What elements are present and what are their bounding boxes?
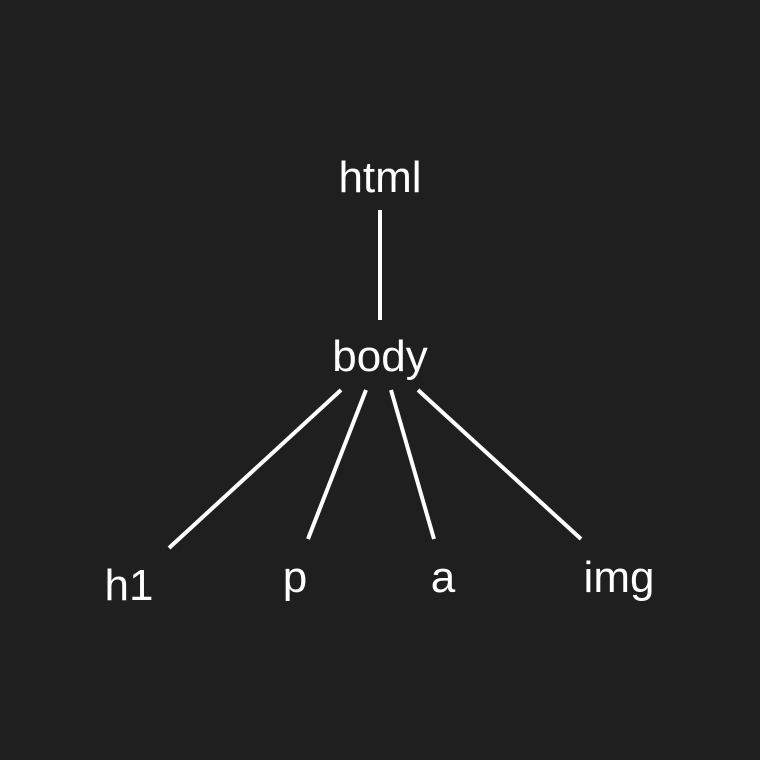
node-html: html	[338, 153, 422, 202]
node-img: img	[583, 553, 655, 602]
edge-body-h1	[167, 388, 343, 550]
node-body: body	[332, 332, 428, 381]
node-h1: h1	[104, 561, 154, 610]
node-p: p	[282, 553, 308, 602]
edge-body-p	[306, 389, 368, 540]
edge-body-img	[416, 388, 583, 541]
node-a: a	[430, 553, 456, 602]
edge-body-a	[389, 389, 436, 540]
